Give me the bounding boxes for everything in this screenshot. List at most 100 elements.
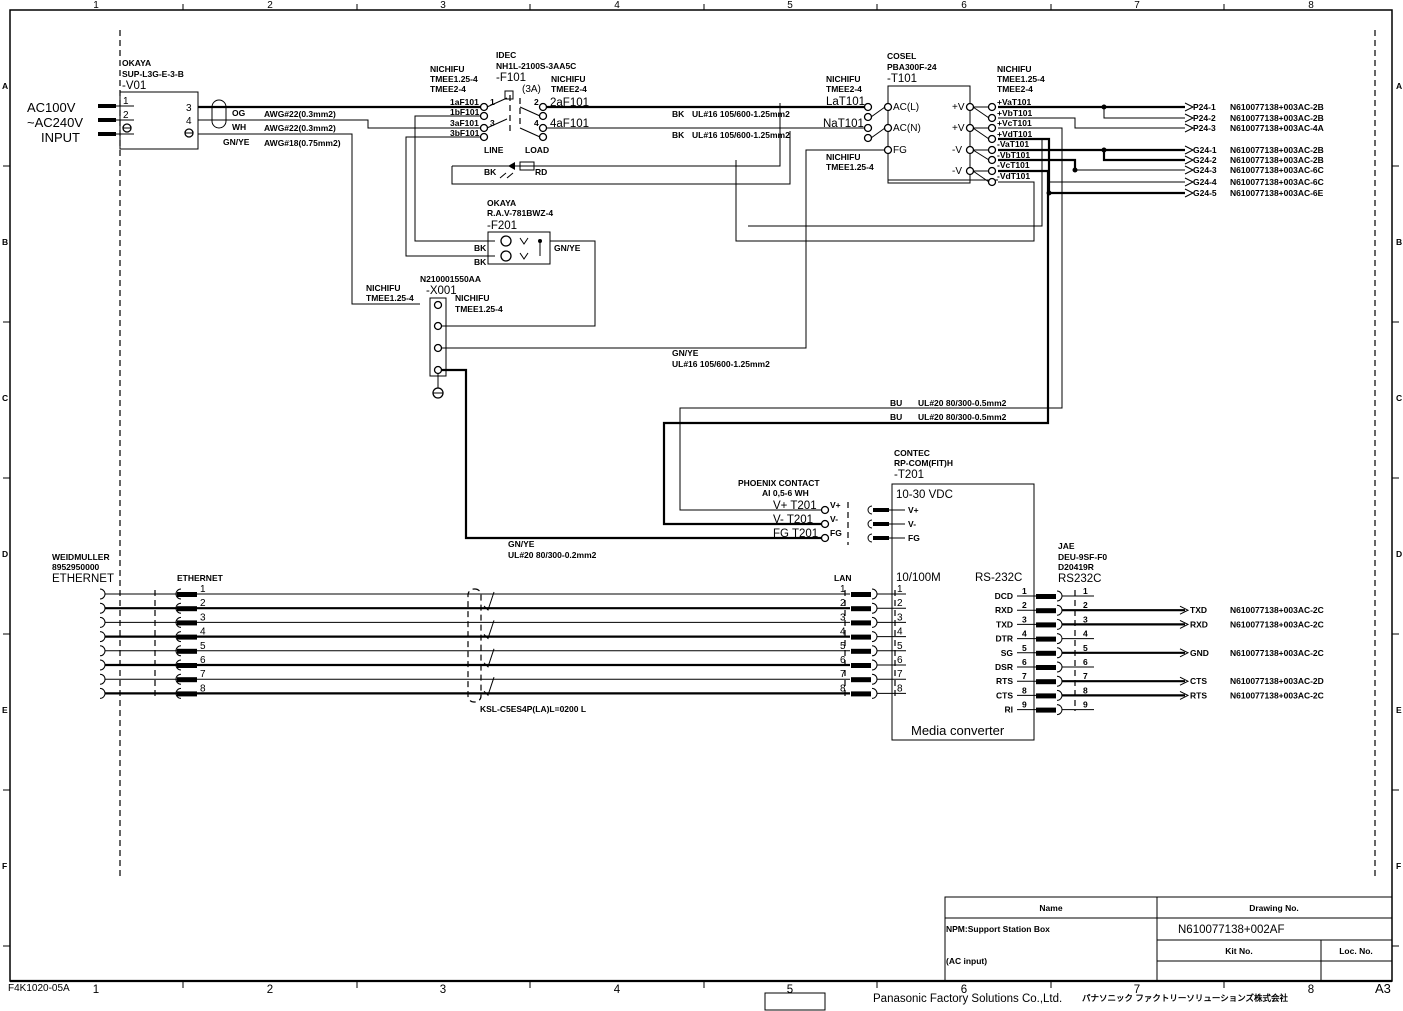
title-block: Name NPM:Support Station Box (AC input) … bbox=[944, 896, 1393, 982]
arrow-icon bbox=[1184, 113, 1195, 123]
output-ref: N610077138+003AC-6C bbox=[1230, 165, 1324, 175]
lan-pin: 8 bbox=[897, 683, 903, 694]
lan-pin: 4 bbox=[840, 627, 846, 638]
wire-color: GN/YE bbox=[554, 243, 581, 253]
row-label: E bbox=[2, 705, 8, 715]
arrow-icon bbox=[1179, 605, 1190, 615]
plug-icon bbox=[871, 659, 878, 671]
v01-pin: 4 bbox=[186, 116, 192, 127]
rs232-signal: DSR bbox=[995, 662, 1013, 672]
junction-dot bbox=[1046, 190, 1052, 196]
breaker-f101: NICHIFU TMEE1.25-4 TMEE2-4 IDEC NH1L-210… bbox=[430, 50, 589, 179]
rs232-pin-num: 5 bbox=[1083, 643, 1088, 653]
wiring bbox=[198, 103, 1185, 540]
ferrule-part: AI 0,5-6 WH bbox=[762, 488, 809, 498]
f101-part: NH1L-2100S-3AA5C bbox=[496, 61, 576, 71]
ethernet-pin: 2 bbox=[200, 598, 206, 609]
terminal-label: 2aF101 bbox=[550, 97, 589, 109]
power-pin: V+ bbox=[830, 500, 841, 510]
ethernet-maker: WEIDMULLER bbox=[52, 552, 110, 562]
rs232-signal: CTS bbox=[996, 690, 1013, 700]
plug-icon bbox=[1056, 704, 1063, 716]
column-label: 7 bbox=[1134, 984, 1140, 996]
jack-icon bbox=[99, 687, 106, 699]
rs232-dest: RTS bbox=[1190, 690, 1207, 700]
input-label-line1: AC100V bbox=[27, 100, 76, 115]
arrow-icon bbox=[1179, 690, 1190, 700]
drawing-no-header: Drawing No. bbox=[1249, 903, 1299, 913]
wire-spec: UL#20 80/300-0.5mm2 bbox=[918, 412, 1007, 422]
ethernet-pin: 1 bbox=[200, 584, 206, 595]
lan-pin: 1 bbox=[897, 584, 903, 595]
wire-spec: UL#16 105/600-1.25mm2 bbox=[692, 109, 790, 119]
plug-icon bbox=[871, 616, 878, 628]
column-labels-bottom: 1 2 3 4 5 6 7 8 bbox=[93, 984, 1314, 996]
plug-icon bbox=[1056, 618, 1063, 630]
rs232-signal: TXD bbox=[996, 619, 1013, 629]
terminal-maker: NICHIFU bbox=[366, 283, 400, 293]
wire-color: GN/YE bbox=[508, 539, 535, 549]
f201-part: R.A.V-781BWZ-4 bbox=[487, 208, 553, 218]
arrow-icon bbox=[1179, 619, 1190, 629]
lan-pin: 1 bbox=[840, 584, 846, 595]
junction-dot bbox=[1101, 104, 1107, 110]
t101-pin: -V bbox=[952, 145, 962, 156]
wire-spec: UL#16 105/600-1.25mm2 bbox=[692, 130, 790, 140]
output-ref: N610077138+003AC-2B bbox=[1230, 113, 1324, 123]
arrow-icon bbox=[1184, 145, 1195, 155]
lamp-wire-color: BK bbox=[484, 167, 497, 177]
plug-icon bbox=[1056, 661, 1063, 673]
terminal-label: LaT101 bbox=[826, 96, 865, 108]
t201-ref: -T201 bbox=[894, 469, 924, 481]
rs232-pin-num: 6 bbox=[1083, 657, 1088, 667]
terminal-part: TMEE1.25-4 bbox=[997, 74, 1045, 84]
t101-ref: -T101 bbox=[887, 73, 917, 85]
column-label: 2 bbox=[267, 984, 273, 996]
arrow-icon bbox=[1184, 165, 1195, 175]
plug-icon bbox=[871, 645, 878, 657]
input-label-line2: ~AC240V bbox=[27, 115, 83, 130]
rs232-pin-num: 4 bbox=[1022, 629, 1027, 639]
ethernet-pin: 8 bbox=[200, 683, 206, 694]
rs232-pin-num: 1 bbox=[1022, 586, 1027, 596]
plug-icon bbox=[871, 687, 878, 699]
rs232-pin-num: 8 bbox=[1083, 685, 1088, 695]
jack-icon bbox=[99, 673, 106, 685]
output-row: G24-3 N610077138+003AC-6C bbox=[1184, 165, 1324, 175]
rs232-maker: JAE bbox=[1058, 541, 1075, 551]
rs232-signal: DCD bbox=[995, 591, 1013, 601]
t101-pin: AC(N) bbox=[893, 123, 921, 134]
output-signal: G24-3 bbox=[1193, 165, 1217, 175]
terminal-label: +VdT101 bbox=[997, 129, 1032, 139]
f201-maker: OKAYA bbox=[487, 198, 516, 208]
sheet-size: A3 bbox=[1375, 981, 1391, 996]
plug-icon bbox=[1056, 604, 1063, 616]
terminal-label: +VaT101 bbox=[997, 97, 1032, 107]
t101-pin: -V bbox=[952, 166, 962, 177]
output-row: P24-1 N610077138+003AC-2B bbox=[1184, 102, 1324, 112]
rs232-pin-num: 7 bbox=[1083, 671, 1088, 681]
form-code: F4K1020-05A bbox=[8, 983, 70, 994]
terminal-label: -VcT101 bbox=[997, 160, 1030, 170]
t201-name: Media converter bbox=[911, 723, 1005, 738]
column-label: 3 bbox=[440, 0, 446, 11]
terminal-maker: NICHIFU bbox=[455, 293, 489, 303]
output-signal: P24-2 bbox=[1193, 113, 1216, 123]
lan-pin: 2 bbox=[840, 598, 846, 609]
column-label: 8 bbox=[1308, 984, 1314, 996]
rs232-label: RS232C bbox=[1058, 573, 1101, 585]
power-label: V- T201 bbox=[773, 514, 813, 526]
ethernet-wire-row: 1 1 1 bbox=[99, 584, 906, 611]
pin-label: 2 bbox=[534, 97, 539, 107]
plug-icon bbox=[871, 588, 878, 600]
kit-no-header: Kit No. bbox=[1225, 946, 1252, 956]
output-ref: N610077138+003AC-6E bbox=[1230, 188, 1324, 198]
rs232-pin-num: 3 bbox=[1083, 614, 1088, 624]
